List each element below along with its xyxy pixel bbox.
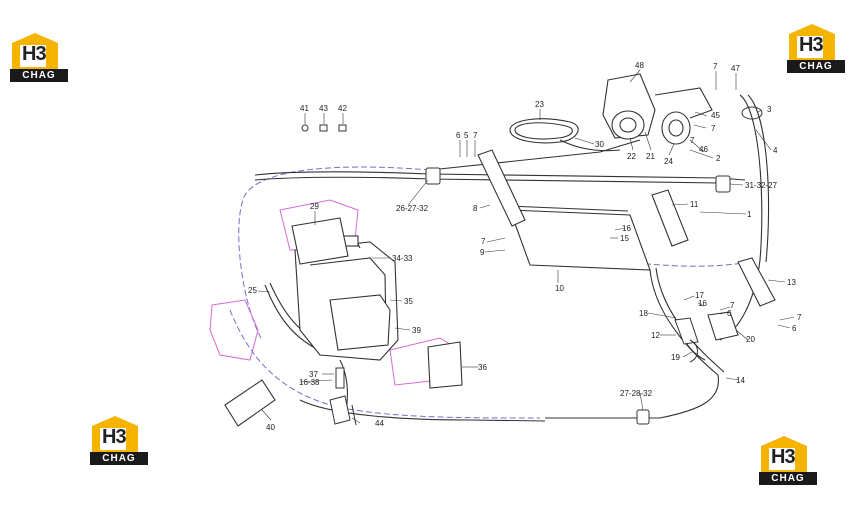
callout-16: 16 [698,299,707,308]
callout-36: 36 [478,363,487,372]
filter-part-40 [224,379,276,427]
filter-part-36 [427,341,463,389]
logo-word: CHAG [90,452,148,465]
bracket-part-11 [651,189,689,247]
callout-45: 45 [711,111,720,120]
callout-14: 14 [736,376,745,385]
drive-belt-part-23 [509,118,579,144]
clamp-right [715,175,731,193]
callout-7: 7 [481,237,486,246]
bracket-part-12 [674,317,699,345]
callout-7: 7 [690,136,695,145]
clamp-bottom [636,409,650,425]
callout-46: 46 [699,145,708,154]
logo-word: CHAG [10,69,68,82]
callout-25: 25 [248,286,257,295]
callout-24: 24 [664,157,673,166]
clamp-left [425,167,441,185]
callout-37: 37 [309,370,318,379]
callout-27-28-32: 27-28-32 [620,389,653,398]
callout-4: 4 [773,146,778,155]
callout-16-38: 16-38 [299,378,320,387]
callout-12: 12 [651,331,660,340]
bracket-part-13 [737,257,776,307]
callout-23: 23 [535,100,544,109]
logo-top-left: H3 CHAG [10,33,68,83]
logo-top-right: H3 CHAG [787,24,845,74]
callout-39: 39 [412,326,421,335]
callout-5: 5 [464,131,469,140]
callout-41: 41 [300,104,309,113]
logo-mark: H3 [102,426,127,448]
logo-bottom-left: H3 CHAG [90,416,148,466]
filter-part-29 [291,217,349,265]
callout-29: 29 [310,202,319,211]
fitting-part-19 [689,339,698,363]
callout-43: 43 [319,104,328,113]
logo-word: CHAG [787,60,845,73]
callout-2: 2 [716,154,721,163]
condenser-part-10 [507,205,651,271]
callout-34-33: 34-33 [392,254,413,263]
callout-17: 17 [695,291,704,300]
valve-assembly [329,367,357,426]
callout-31-32-27: 31-32-27 [745,181,778,190]
callout-19: 19 [671,353,680,362]
callout-40: 40 [266,423,275,432]
callout-20: 20 [746,335,755,344]
callout-22: 22 [627,152,636,161]
callout-11: 11 [690,200,699,209]
compressor-assembly [602,73,713,145]
callout-6: 6 [727,309,732,318]
callout-42: 42 [338,104,347,113]
callout-9: 9 [480,248,485,257]
part-41 [301,124,309,132]
o-ring-part-3 [741,106,763,120]
part-43 [319,124,328,132]
logo-bottom-right: H3 CHAG [759,436,817,486]
callout-26-27-32: 26-27-32 [396,204,429,213]
callout-10: 10 [555,284,564,293]
callout-21: 21 [646,152,655,161]
leader-lines [257,69,795,424]
part-42 [338,124,347,132]
callout-47: 47 [731,64,740,73]
callout-44: 44 [375,419,384,428]
callout-7: 7 [730,301,735,310]
callout-7: 7 [711,124,716,133]
receiver-part-20 [707,311,739,341]
logo-mark: H3 [799,34,824,56]
callout-13: 13 [787,278,796,287]
callout-8: 8 [473,204,478,213]
callout-7: 7 [713,62,718,71]
callout-15: 15 [620,234,629,243]
callout-6: 6 [456,131,461,140]
callout-3: 3 [767,105,772,114]
callout-7: 7 [797,313,802,322]
callout-6: 6 [792,324,797,333]
callout-30: 30 [595,140,604,149]
callout-1: 1 [747,210,752,219]
callout-16: 16 [622,224,631,233]
callout-18: 18 [639,309,648,318]
callout-35: 35 [404,297,413,306]
bracket-part-8 [477,149,526,227]
callout-7: 7 [473,131,478,140]
logo-mark: H3 [22,43,47,65]
callout-48: 48 [635,61,644,70]
callout-labels: 41 43 42 23 48 7 47 3 45 7 7 46 4 22 21 … [248,61,802,432]
logo-word: CHAG [759,472,817,485]
logo-mark: H3 [771,446,796,468]
